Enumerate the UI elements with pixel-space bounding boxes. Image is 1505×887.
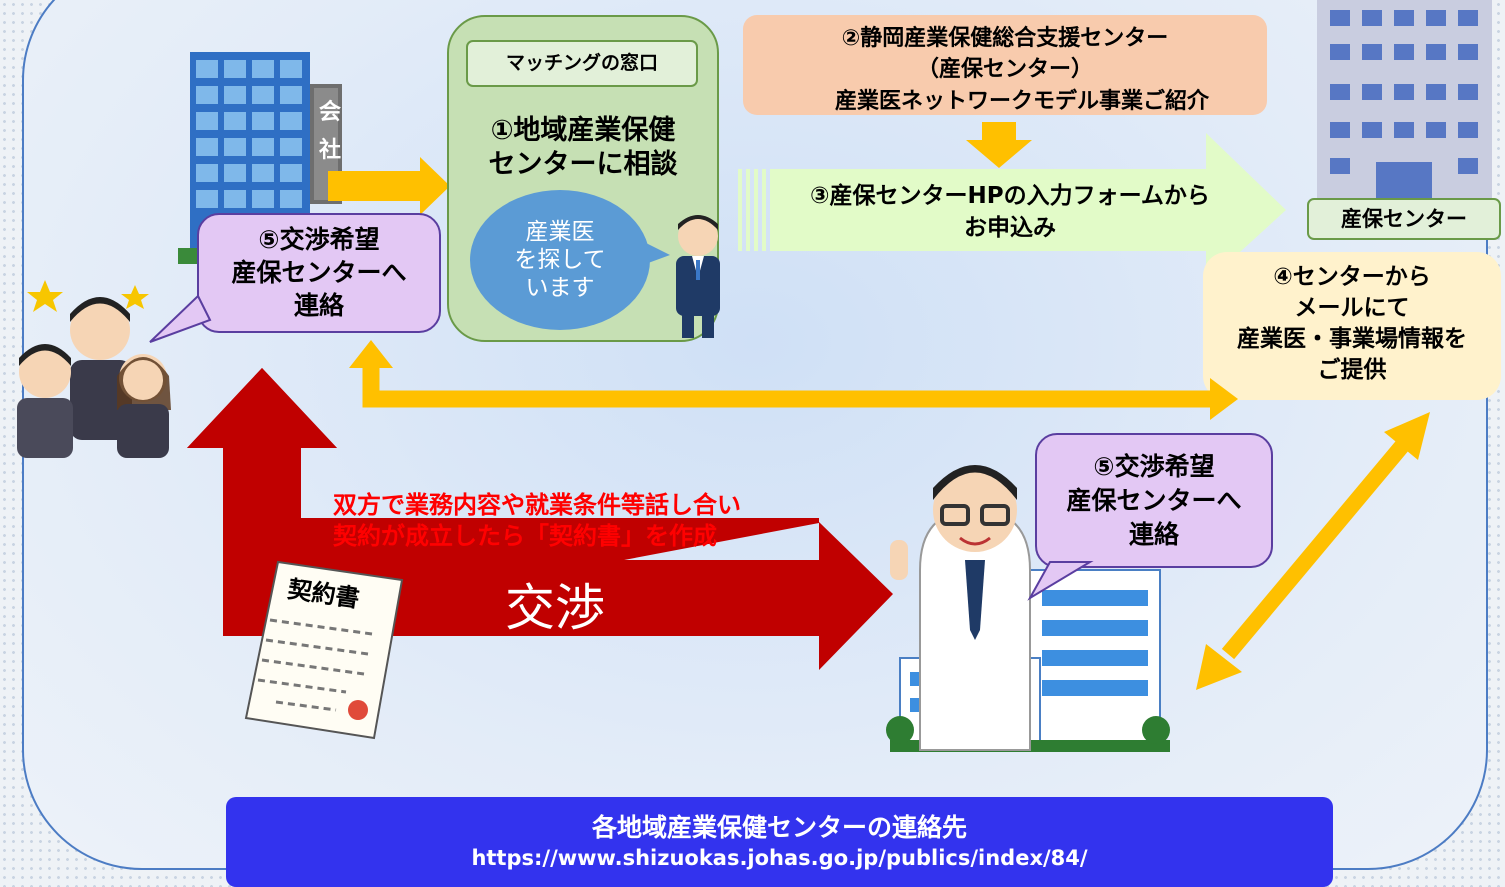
- doctor-box-tail: [1027, 561, 1094, 601]
- company-sign-char-1: 会: [318, 100, 341, 125]
- arrow-down-small: [966, 122, 1032, 168]
- step4-text: ④センターから メールにて 産業医・事業場情報を ご提供: [1237, 264, 1467, 383]
- negotiation-note-2: 契約が成立したら「契約書」を作成: [333, 522, 717, 550]
- speech-bubble-blue: [470, 190, 650, 330]
- company-step5-box: [197, 213, 441, 333]
- step2-line3: 産業医ネットワークモデル事業ご紹介: [834, 89, 1209, 114]
- contact-banner: [226, 797, 1333, 887]
- step3-arrow: [738, 133, 1286, 283]
- doctor-step5-box: [1035, 433, 1273, 568]
- company-building-illustration: [178, 52, 342, 264]
- speech-bubble-tail: [640, 240, 670, 266]
- office-worker-illustration: [676, 215, 720, 338]
- company-step5-text: ⑤交渉希望 産保センターへ 連絡: [231, 225, 407, 320]
- doctor-hospital-illustration: [886, 465, 1170, 752]
- arrow-to-matching: [328, 157, 450, 215]
- double-arrow-horizontal: [349, 340, 1238, 420]
- contact-banner-url[interactable]: https://www.shizuokas.johas.go.jp/public…: [471, 846, 1088, 870]
- contact-banner-title: 各地域産業保健センターの連絡先: [591, 813, 967, 842]
- company-sign-char-2: 社: [318, 138, 341, 163]
- bubble-text: 産業医 を探して います: [514, 219, 606, 301]
- double-arrow-diagonal: [1196, 412, 1430, 690]
- negotiation-note-1: 双方で業務内容や就業条件等話し合い: [333, 491, 741, 519]
- step2-line1: ②静岡産業保健総合支援センター: [841, 26, 1169, 51]
- center-label: 産保センター: [1307, 198, 1501, 240]
- step3-text: ③産保センターHPの入力フォームから お申込み: [810, 183, 1210, 241]
- step2-line2: （産保センター）: [916, 57, 1093, 82]
- matching-window-label: マッチングの窓口: [466, 40, 698, 87]
- step4-box: [1203, 252, 1501, 400]
- center-building-illustration: [1317, 0, 1492, 200]
- step1-text: ①地域産業保健 センターに相談: [488, 115, 678, 180]
- contract-document-illustration: [244, 560, 404, 740]
- step2-box: [743, 15, 1267, 115]
- business-people-illustration: [17, 280, 171, 458]
- company-box-tail: [149, 294, 212, 343]
- doctor-step5-text: ⑤交渉希望 産保センターへ 連絡: [1066, 452, 1242, 549]
- negotiation-label: 交渉: [505, 579, 605, 637]
